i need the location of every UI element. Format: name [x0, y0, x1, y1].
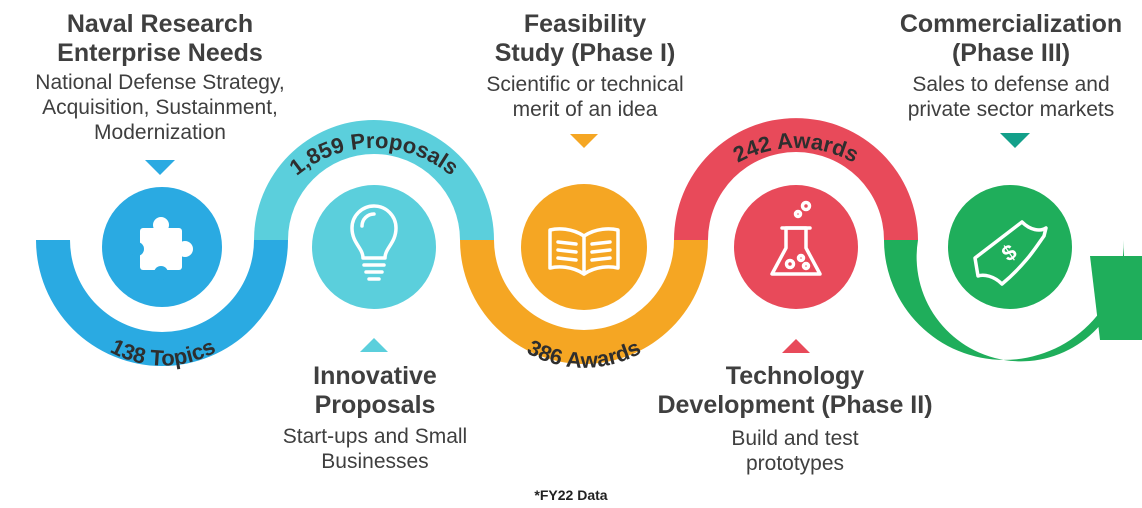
stage-desc-phase1: Scientific or technical merit of an idea	[486, 73, 684, 121]
pointer-up-phase2	[782, 339, 810, 353]
flask-icon	[770, 200, 822, 276]
stage-circle-phase2	[734, 185, 858, 309]
pointers	[145, 133, 1030, 353]
stage-circles: $	[102, 184, 1072, 310]
band-label-commercialization: $1.1B	[985, 369, 1045, 398]
pointer-down-commercialization	[1000, 133, 1030, 148]
pointer-up-proposals	[360, 338, 388, 352]
band-proposals	[254, 120, 494, 240]
lightbulb-icon	[350, 204, 398, 281]
puzzle-piece-icon	[130, 217, 193, 280]
stage-circle-needs	[102, 187, 222, 307]
stage-desc-needs: National Defense Strategy, Acquisition, …	[35, 71, 285, 144]
flow-bands	[36, 118, 1142, 366]
stage-title-phase1: Feasibility Study (Phase I)	[494, 10, 676, 67]
stage-title-commercialization: Commercialization (Phase III)	[899, 10, 1123, 67]
stage-desc-phase2: Build and test prototypes	[731, 427, 859, 475]
stage-desc-commercialization: Sales to defense and private sector mark…	[907, 73, 1115, 121]
footnote: *FY22 Data	[534, 487, 608, 503]
band-phase1-awards	[460, 240, 708, 364]
band-commercialization	[884, 240, 1124, 362]
stage-desc-proposals: Start-ups and Small Businesses	[282, 425, 468, 473]
stage-circle-proposals	[312, 185, 436, 309]
band-phase2-awards	[674, 118, 918, 240]
stage-circle-commercialization: $	[948, 185, 1072, 309]
stage-title-phase2: Technology Development (Phase II)	[657, 362, 933, 419]
pointer-down-needs	[145, 160, 175, 175]
pointer-down-phase1	[570, 134, 598, 148]
stage-title-proposals: Innovative Proposals	[313, 362, 437, 419]
stage-title-needs: Naval Research Enterprise Needs	[57, 10, 263, 67]
open-book-icon	[548, 227, 620, 276]
stage-circle-phase1	[521, 184, 647, 310]
band-topics	[36, 240, 288, 366]
band-commercialization-tail	[1090, 256, 1142, 340]
